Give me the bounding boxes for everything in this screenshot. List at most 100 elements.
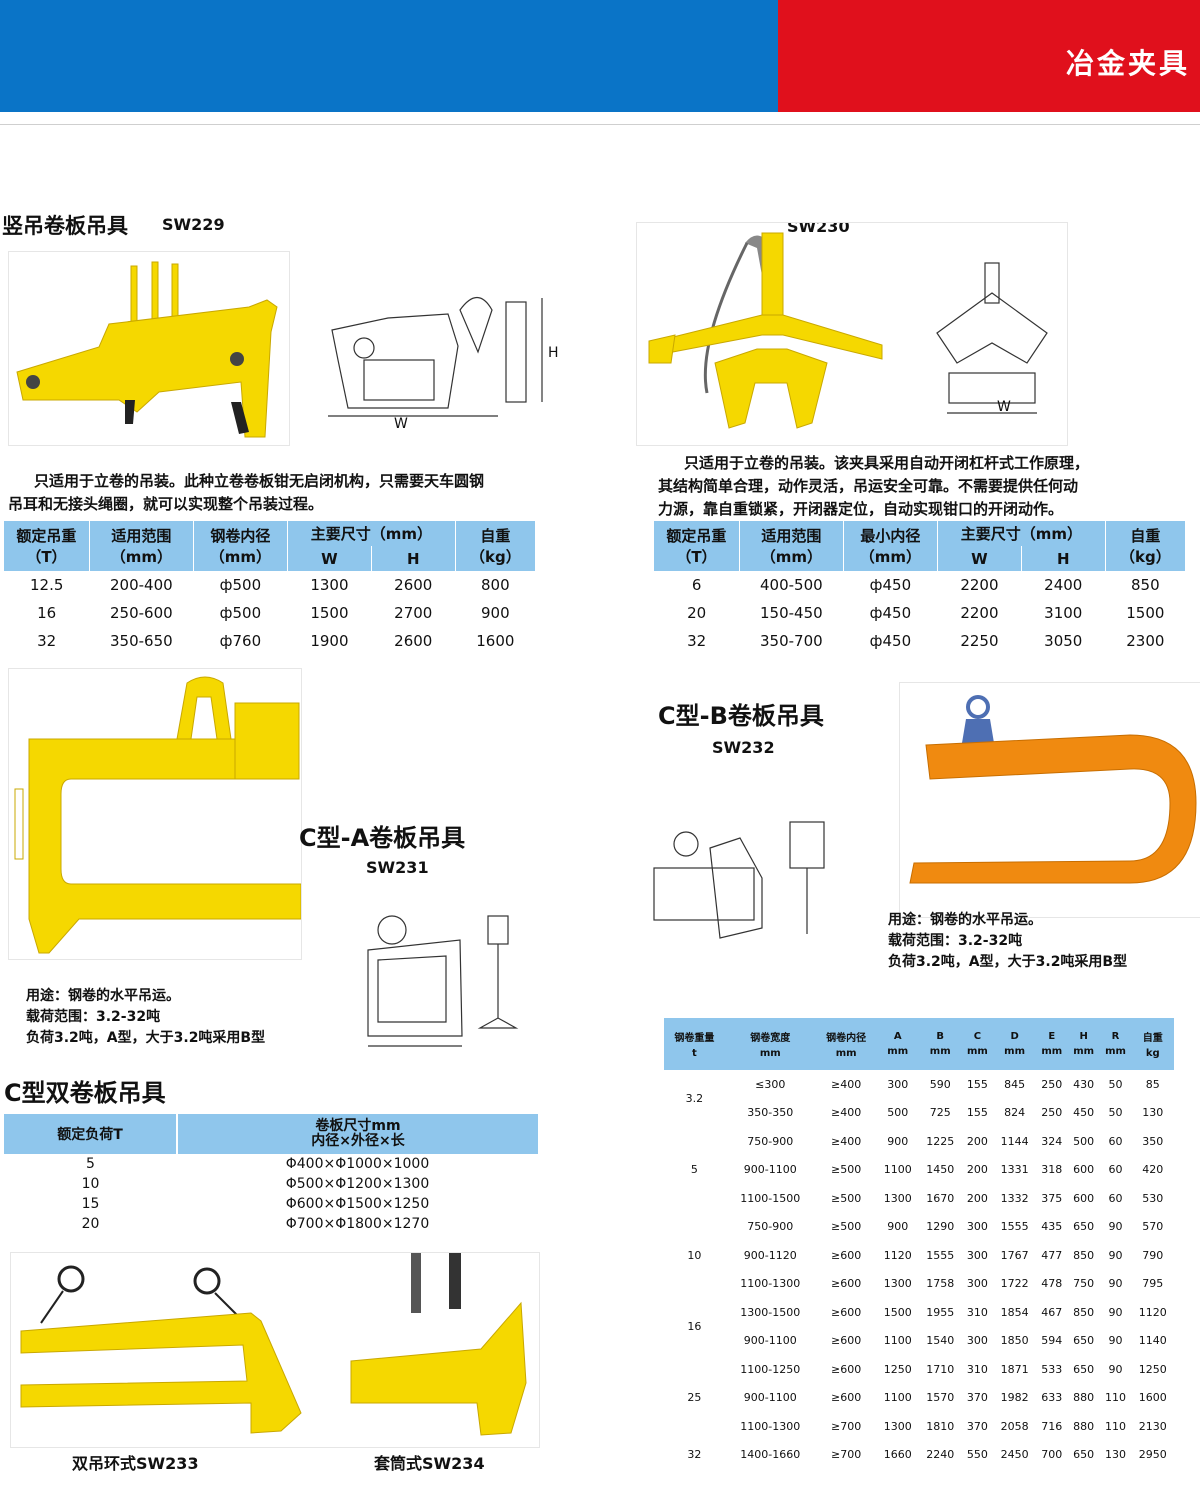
sw232-photo (899, 682, 1200, 918)
coil-lifter-photo-icon (16, 261, 278, 438)
dual-title: C型双卷板吊具 (4, 1079, 166, 1107)
technical-drawing-icon (936, 262, 1048, 414)
header-banner-blue (0, 0, 778, 112)
technical-drawing-icon (653, 821, 825, 939)
sw229-spec-table: 额定吊重（T） 适用范围（mm） 钢卷内径（mm） 主要尺寸（mm） 自重（kg… (4, 521, 537, 655)
brand-title: 冶金夹具 (1065, 47, 1190, 80)
sw230-photo-panel: SW230 W H (636, 222, 1068, 446)
technical-drawing-icon (328, 296, 543, 417)
sw231-photo (8, 668, 302, 960)
sw231-note: 负荷3.2吨，A型，大于3.2吨采用B型 (26, 1030, 266, 1046)
sw229-drawing: H W (328, 290, 568, 432)
coil-lifter-photo-icon (14, 676, 301, 954)
sw232-load: 载荷范围：3.2-32吨 (888, 933, 1023, 949)
sw229-th-range: 适用范围（mm） (89, 521, 194, 571)
sw229-dim-h: H (548, 345, 559, 361)
sw231-drawing (350, 900, 520, 1060)
sw230-th-size: 主要尺寸（mm） (937, 521, 1106, 546)
sw232-weight-cell: 25 (687, 1391, 702, 1405)
sw231-title: C型-A卷板吊具 (299, 824, 466, 852)
sw229-th-inner: 钢卷内径（mm） (193, 521, 289, 571)
sw230-dim-w: W (997, 399, 1011, 415)
dual-caption-ring: 双吊环式SW233 (72, 1454, 199, 1473)
sw232-weight-cell: 16 (687, 1320, 702, 1333)
coil-lifter-photo-icon (909, 695, 1197, 884)
sw232-weight-cell: 32 (687, 1448, 702, 1462)
sw232-drawing (650, 818, 830, 948)
sw232-weight-cell: 5 (690, 1163, 698, 1177)
sw229-description: 只适用于立卷的吊装。此种立卷卷板钳无启闭机构，只需要天车圆钢 吊耳和无接头绳圈，… (8, 470, 568, 516)
sw230-th-range: 适用范围（mm） (739, 521, 844, 571)
sw229-title: 竖吊卷板吊具 (2, 214, 128, 238)
sw229-desc-line1: 只适用于立卷的吊装。此种立卷卷板钳无启闭机构，只需要天车圆钢 (34, 472, 485, 490)
sw230-description: 只适用于立卷的吊装。该夹具采用自动开闭杠杆式工作原理， 其结构简单合理，动作灵活… (658, 452, 1198, 521)
dual-photos (10, 1252, 540, 1448)
sw229-th-size: 主要尺寸（mm） (287, 521, 456, 546)
sw230-th-w: W (937, 546, 1022, 571)
sw232-use: 用途：钢卷的水平吊运。 (888, 912, 1042, 928)
sw232-title: C型-B卷板吊具 (658, 702, 824, 730)
sw231-use: 用途：钢卷的水平吊运。 (26, 988, 180, 1004)
dual-th-rated: 额定负荷T (4, 1114, 178, 1154)
header-divider (0, 124, 1200, 125)
sw230-th-rated: 额定吊重（T） (654, 521, 740, 571)
sw230-th-h: H (1021, 546, 1106, 571)
sw230-desc-line1: 只适用于立卷的吊装。该夹具采用自动开闭杠杆式工作原理， (684, 454, 1090, 472)
sw230-model: SW230 (787, 222, 850, 236)
sw229-model: SW229 (162, 215, 225, 234)
sw229-desc-line2: 吊耳和无接头绳圈，就可以实现整个吊装过程。 (8, 495, 324, 513)
coil-lifter-photo-icon (648, 232, 883, 429)
sw232-weight-cell: 10 (687, 1248, 702, 1262)
sw231-load: 载荷范围：3.2-32吨 (26, 1009, 161, 1025)
sw232-notes: 用途：钢卷的水平吊运。 载荷范围：3.2-32吨 负荷3.2吨，A型，大于3.2… (888, 910, 1198, 973)
sw230-desc-line3: 力源，靠自重锁紧，开闭器定位，自动实现钳口的开闭动作。 (658, 500, 1064, 518)
sw230-spec-table: 额定吊重（T） 适用范围（mm） 最小内径（mm） 主要尺寸（mm） 自重（kg… (654, 521, 1187, 655)
sw232-note: 负荷3.2吨，A型，大于3.2吨采用B型 (888, 954, 1128, 970)
sw229-th-rated: 额定吊重（T） (4, 521, 90, 571)
sw232-weight-cell: 3.2 (685, 1092, 704, 1105)
sw230-desc-line2: 其结构简单合理，动作灵活，吊运安全可靠。不需要提供任何动 (658, 477, 1079, 495)
sw229-th-h: H (371, 546, 456, 571)
sw232-model: SW232 (712, 738, 775, 757)
sw229-th-weight: 自重（kg） (455, 521, 537, 571)
sw229-photo (8, 251, 290, 446)
sw231-notes: 用途：钢卷的水平吊运。 载荷范围：3.2-32吨 负荷3.2吨，A型，大于3.2… (26, 986, 326, 1049)
sw229-dim-w: W (394, 416, 408, 432)
